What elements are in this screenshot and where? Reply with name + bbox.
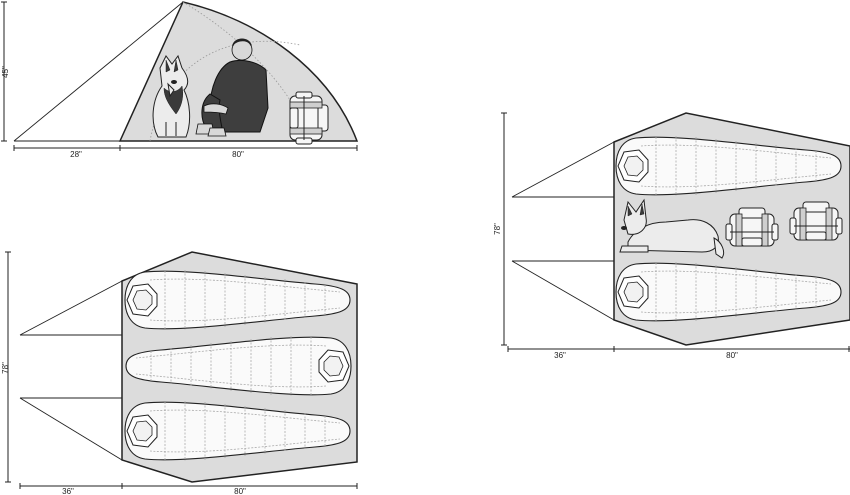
floor-plan-two-bags-dog: 78" 36" 80" [493, 112, 850, 360]
two-bag-length-label: 80" [726, 351, 738, 360]
three-bag-length-label: 80" [234, 487, 246, 495]
two-bag-vestibule-label: 36" [554, 351, 566, 360]
side-height-label: 45" [1, 66, 10, 78]
floor-plan-three-sleeping-bags: 78" 36" 80" [1, 251, 358, 495]
sitting-dog-illustration [152, 54, 191, 138]
side-length-label: 80" [232, 150, 244, 159]
backpack-illustration [789, 201, 843, 241]
side-view: 45" 28" 80" [1, 1, 359, 159]
backpack-illustration [725, 207, 779, 247]
lying-dog-illustration [619, 198, 725, 259]
two-bag-width-label: 78" [493, 223, 502, 235]
three-bag-vestibule-label: 36" [62, 487, 74, 495]
three-bag-width-label: 78" [1, 362, 10, 374]
sitting-man-illustration [195, 38, 269, 137]
backpack-illustration [289, 91, 329, 145]
side-vestibule-label: 28" [70, 150, 82, 159]
side-vestibule-guyline [13, 1, 184, 142]
